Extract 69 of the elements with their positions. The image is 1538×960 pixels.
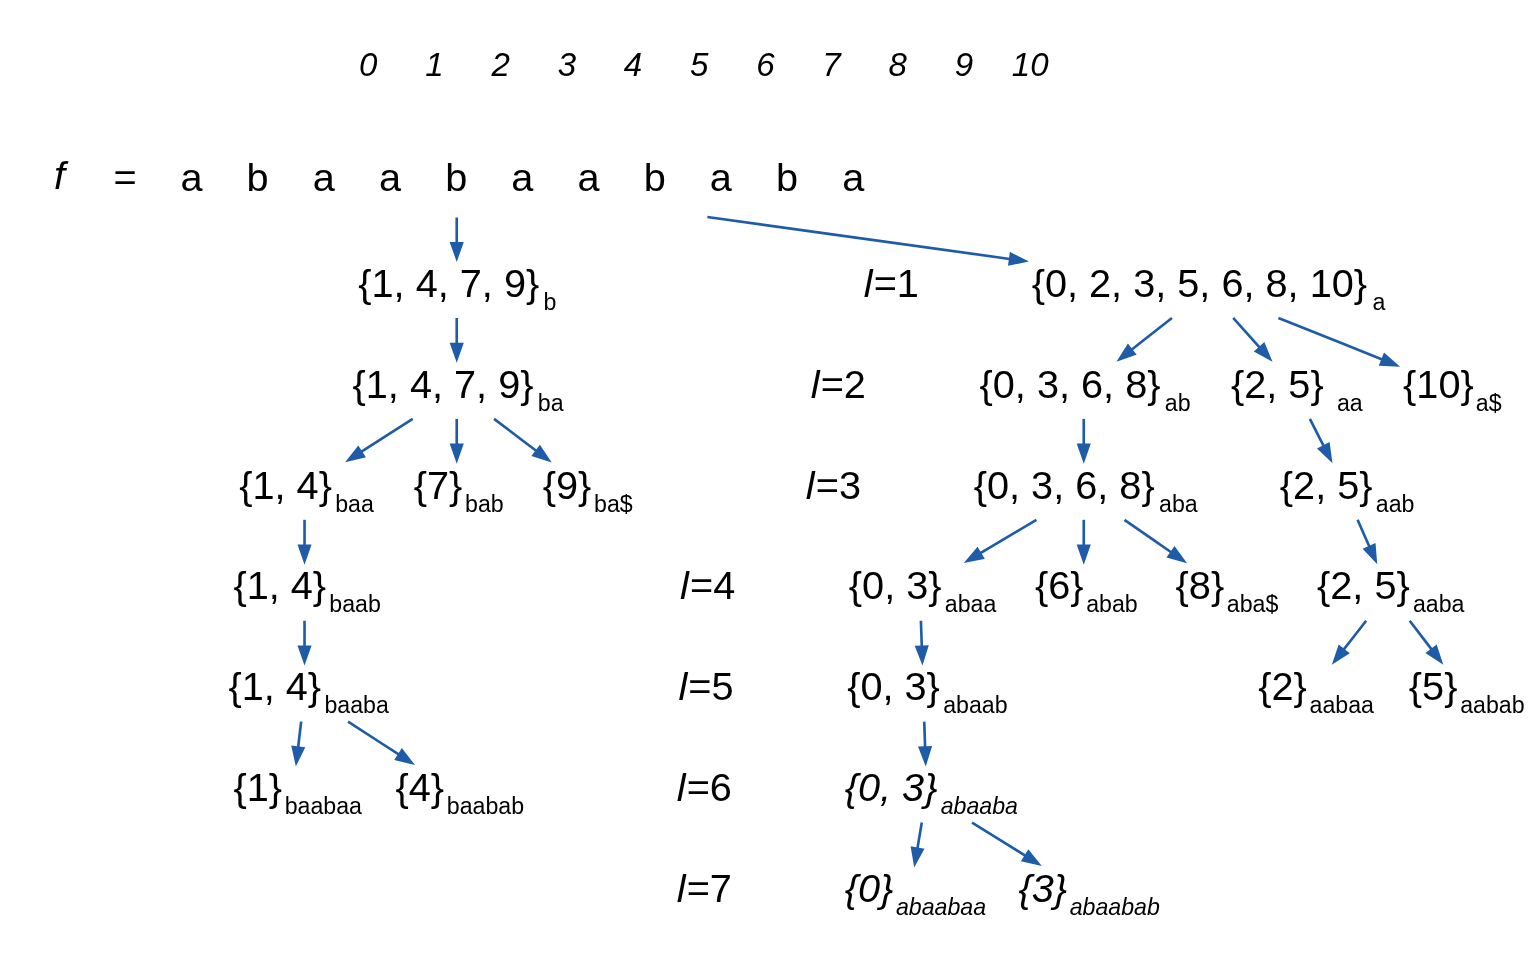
label: l=1 (863, 260, 919, 305)
node-text: {0, 3}$_{abaa}$ (848, 563, 997, 618)
arrow (1123, 518, 1188, 564)
arrow (449, 217, 464, 263)
arrow (1076, 418, 1091, 464)
arrow (914, 620, 929, 666)
label: l=5 (678, 664, 734, 709)
label: 5 (690, 46, 709, 84)
arrow (1331, 619, 1368, 665)
node-text: {0, 3}$_{abaab}$ (847, 664, 1008, 719)
label: l=4 (680, 563, 736, 608)
arrow (1076, 519, 1091, 565)
label: l=6 (676, 765, 732, 810)
label: 6 (756, 46, 775, 84)
label: 1 (425, 46, 444, 84)
label: 3 (557, 46, 577, 84)
arrow (291, 721, 306, 767)
node-text: {6}$_{abab}$ (1034, 563, 1138, 618)
arrow (918, 721, 933, 767)
arrow (963, 518, 1038, 564)
arrow (297, 519, 312, 565)
arrow (449, 418, 464, 464)
label: 7 (822, 46, 841, 84)
label: l=3 (805, 462, 861, 507)
arrow (493, 417, 552, 463)
node-text: {1, 4, 7, 9}$_{b}$ (358, 260, 557, 315)
label: 9 (954, 46, 974, 84)
arrow (1116, 316, 1173, 362)
node-text: {0, 2, 3, 5, 6, 8, 10}$_{a}$ (1031, 260, 1386, 315)
arrow (347, 720, 415, 766)
arrow (1308, 418, 1333, 464)
arrow (910, 822, 925, 868)
arrow (1232, 317, 1273, 362)
node-text: {2}$_{aabaa}$ (1258, 664, 1374, 719)
arrow (345, 417, 414, 463)
label: l=2 (810, 361, 866, 406)
label: 0 (359, 46, 378, 84)
node-text: {2, 5}$_{aaba}$ (1317, 563, 1465, 618)
label: 10 (1011, 46, 1049, 84)
arrow (1356, 519, 1378, 565)
label: 4 (623, 46, 643, 84)
arrow (1408, 619, 1444, 665)
node-text: {1, 4, 7, 9}$_{ba}$ (352, 361, 564, 416)
node-text: {8}$_{aba$}$ (1175, 563, 1279, 618)
node-text: f = a b a a b a a b a b a (53, 153, 865, 199)
node-text: {4}$_{baabab}$ (395, 765, 525, 820)
node-text: {10}$_{a$}$ (1403, 361, 1502, 416)
arrow (297, 620, 312, 666)
node-text: {7}$_{bab}$ (413, 462, 504, 517)
node-text: {0, 3, 6, 8}$_{aba}$ (973, 462, 1198, 517)
arrow (707, 215, 1029, 266)
node-text: {3}$_{abaabab}$ (1018, 866, 1160, 921)
arrow (449, 318, 464, 363)
node-text: {1}$_{baabaa}$ (233, 765, 362, 820)
node-text: {2, 5} $_{aa}$ (1230, 361, 1363, 416)
label: l=7 (676, 866, 732, 911)
label: 8 (888, 46, 907, 84)
node-text: {1, 4}$_{baaba}$ (228, 664, 389, 719)
node-text: {5}$_{aabab}$ (1408, 664, 1525, 719)
node-text: {9}$_{ba$}$ (542, 462, 633, 517)
node-text: {1, 4}$_{baa}$ (239, 462, 374, 517)
arrow (1277, 316, 1401, 367)
node-text: {0}$_{abaabaa}$ (844, 866, 987, 921)
node-text: {0, 3}$_{abaaba}$ (844, 765, 1018, 820)
node-text: {1, 4}$_{baab}$ (233, 563, 381, 618)
node-text: {0, 3, 6, 8}$_{ab}$ (979, 361, 1191, 416)
arrow (971, 821, 1042, 866)
node-text: {2, 5}$_{aab}$ (1279, 462, 1415, 517)
label: 2 (491, 46, 510, 84)
